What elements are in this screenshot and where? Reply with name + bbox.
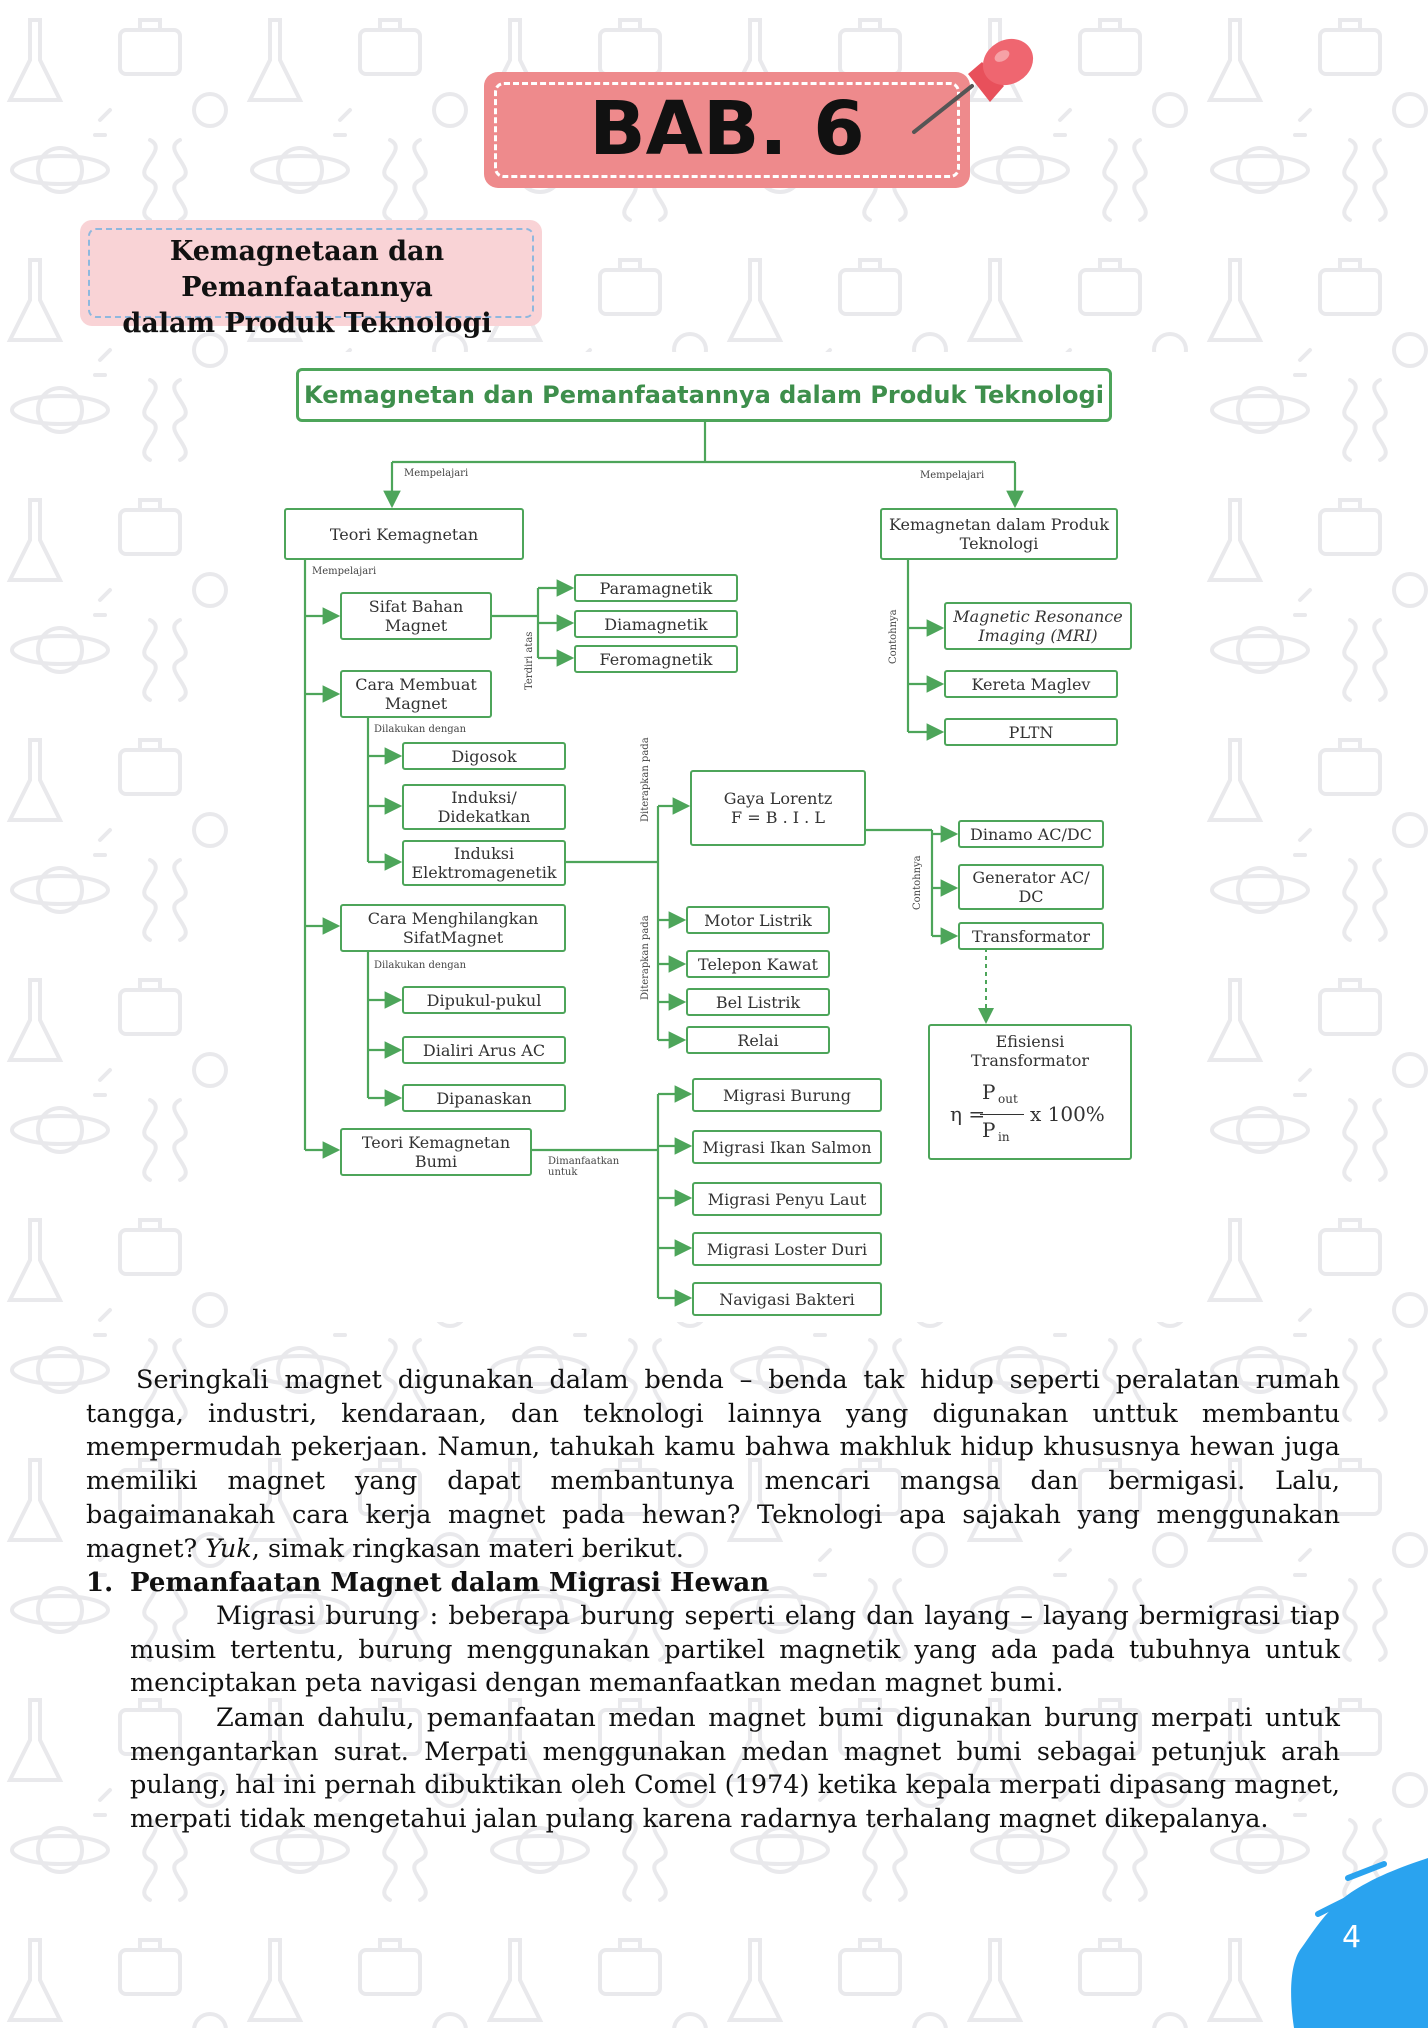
formula-p-in: P bbox=[982, 1118, 996, 1142]
node-diamagnetik: Diamagnetik bbox=[574, 610, 738, 638]
page-corner-splash bbox=[1291, 1858, 1428, 2028]
label-dilakukan-dengan-1: Dilakukan dengan bbox=[374, 724, 467, 735]
node-teori-kemagnetan-bumi: Teori Kemagnetan Bumi bbox=[340, 1128, 532, 1176]
node-induksi-didekatkan: Induksi/ Didekatkan bbox=[402, 784, 566, 830]
node-dipanaskan: Dipanaskan bbox=[402, 1084, 566, 1112]
gaya-lorentz-formula: F = B . I . L bbox=[731, 808, 825, 827]
node-kemagnetan-produk-teknologi: Kemagnetan dalam Produk Teknologi bbox=[880, 508, 1118, 560]
label-diterapkan-pada-2: Diterapkan pada bbox=[640, 915, 651, 1000]
efisiensi-label: Efisiensi Transformator bbox=[971, 1032, 1089, 1070]
chapter-subtitle: Kemagnetaan dan Pemanfaatannya dalam Pro… bbox=[62, 234, 552, 342]
node-sifat-bahan-magnet: Sifat Bahan Magnet bbox=[340, 592, 492, 640]
node-generator: Generator AC/ DC bbox=[958, 864, 1104, 910]
label-dimanfaatkan-untuk: Dimanfaatkan untuk bbox=[548, 1156, 620, 1178]
formula-in-sub: in bbox=[998, 1130, 1010, 1144]
node-cara-membuat-magnet: Cara Membuat Magnet bbox=[340, 670, 492, 718]
pushpin-icon bbox=[912, 38, 1034, 134]
node-dialiri-arus-ac: Dialiri Arus AC bbox=[402, 1036, 566, 1064]
formula-eta: η = bbox=[950, 1102, 986, 1126]
efisiensi-formula: η = P out P in x 100% bbox=[950, 1080, 1130, 1150]
node-dinamo: Dinamo AC/DC bbox=[958, 820, 1104, 848]
label-dilakukan-dengan-2: Dilakukan dengan bbox=[374, 960, 467, 971]
intro-italic-yuk: Yuk bbox=[205, 1533, 252, 1564]
node-paramagnetik: Paramagnetik bbox=[574, 574, 738, 602]
node-migrasi-loster-duri: Migrasi Loster Duri bbox=[692, 1232, 882, 1266]
node-induksi-elektromagenetik: Induksi Elektromagenetik bbox=[402, 840, 566, 886]
gaya-lorentz-label: Gaya Lorentz bbox=[723, 789, 833, 808]
node-navigasi-bakteri: Navigasi Bakteri bbox=[692, 1282, 882, 1316]
node-relai: Relai bbox=[686, 1026, 830, 1054]
page-number: 4 bbox=[1342, 1920, 1362, 1955]
formula-fraction-bar bbox=[980, 1114, 1024, 1115]
node-migrasi-burung: Migrasi Burung bbox=[692, 1078, 882, 1112]
subtitle-banner bbox=[80, 220, 542, 326]
label-contohnya-2: Contohnya bbox=[912, 855, 923, 910]
section-title: Pemanfaatan Magnet dalam Migrasi Hewan bbox=[130, 1568, 770, 1598]
formula-times: x 100% bbox=[1030, 1102, 1105, 1126]
label-contohnya-1: Contohnya bbox=[888, 609, 899, 664]
subtitle-line-2: dalam Produk Teknologi bbox=[122, 308, 492, 339]
node-gaya-lorentz: Gaya Lorentz F = B . I . L bbox=[690, 770, 866, 846]
node-migrasi-penyu-laut: Migrasi Penyu Laut bbox=[692, 1182, 882, 1216]
node-transformator: Transformator bbox=[958, 922, 1104, 950]
label-mempelajari-teori: Mempelajari bbox=[312, 566, 377, 577]
chapter-title: BAB. 6 bbox=[589, 86, 865, 172]
node-bel-listrik: Bel Listrik bbox=[686, 988, 830, 1016]
node-kereta-maglev: Kereta Maglev bbox=[944, 670, 1118, 698]
node-teori-kemagnetan: Teori Kemagnetan bbox=[284, 508, 524, 560]
intro-paragraph: Seringkali magnet digunakan dalam benda … bbox=[86, 1364, 1340, 1566]
subtitle-line-1: Kemagnetaan dan Pemanfaatannya bbox=[169, 236, 445, 303]
node-dipukul-pukul: Dipukul-pukul bbox=[402, 986, 566, 1014]
formula-out-sub: out bbox=[998, 1092, 1018, 1106]
section-paragraph-1: Migrasi burung : beberapa burung seperti… bbox=[130, 1601, 1340, 1699]
formula-p-out: P bbox=[982, 1080, 996, 1104]
node-motor-listrik: Motor Listrik bbox=[686, 906, 830, 934]
label-mempelajari-left: Mempelajari bbox=[404, 468, 469, 479]
label-terdiri-atas: Terdiri atas bbox=[524, 631, 535, 690]
chapter-banner bbox=[484, 72, 970, 188]
node-mri: Magnetic Resonance Imaging (MRI) bbox=[944, 602, 1132, 650]
node-migrasi-ikan-salmon: Migrasi Ikan Salmon bbox=[692, 1130, 882, 1164]
node-feromagnetik: Feromagnetik bbox=[574, 645, 738, 673]
section-paragraph-2: Zaman dahulu, pemanfaatan medan magnet b… bbox=[130, 1703, 1340, 1835]
intro-text: Seringkali magnet digunakan dalam benda … bbox=[86, 1365, 1340, 1564]
section-number: 1. bbox=[86, 1568, 114, 1598]
node-pltn: PLTN bbox=[944, 718, 1118, 746]
node-efisiensi-transformator: Efisiensi Transformator bbox=[928, 1024, 1132, 1160]
intro-text-end: , simak ringkasan materi berikut. bbox=[251, 1533, 684, 1564]
node-cara-menghilangkan: Cara Menghilangkan SifatMagnet bbox=[340, 904, 566, 952]
node-digosok: Digosok bbox=[402, 742, 566, 770]
label-mempelajari-right: Mempelajari bbox=[920, 470, 985, 481]
label-diterapkan-pada-1: Diterapkan pada bbox=[640, 737, 651, 822]
concept-root: Kemagnetan dan Pemanfaatannya dalam Prod… bbox=[296, 368, 1112, 422]
node-telepon-kawat: Telepon Kawat bbox=[686, 950, 830, 978]
